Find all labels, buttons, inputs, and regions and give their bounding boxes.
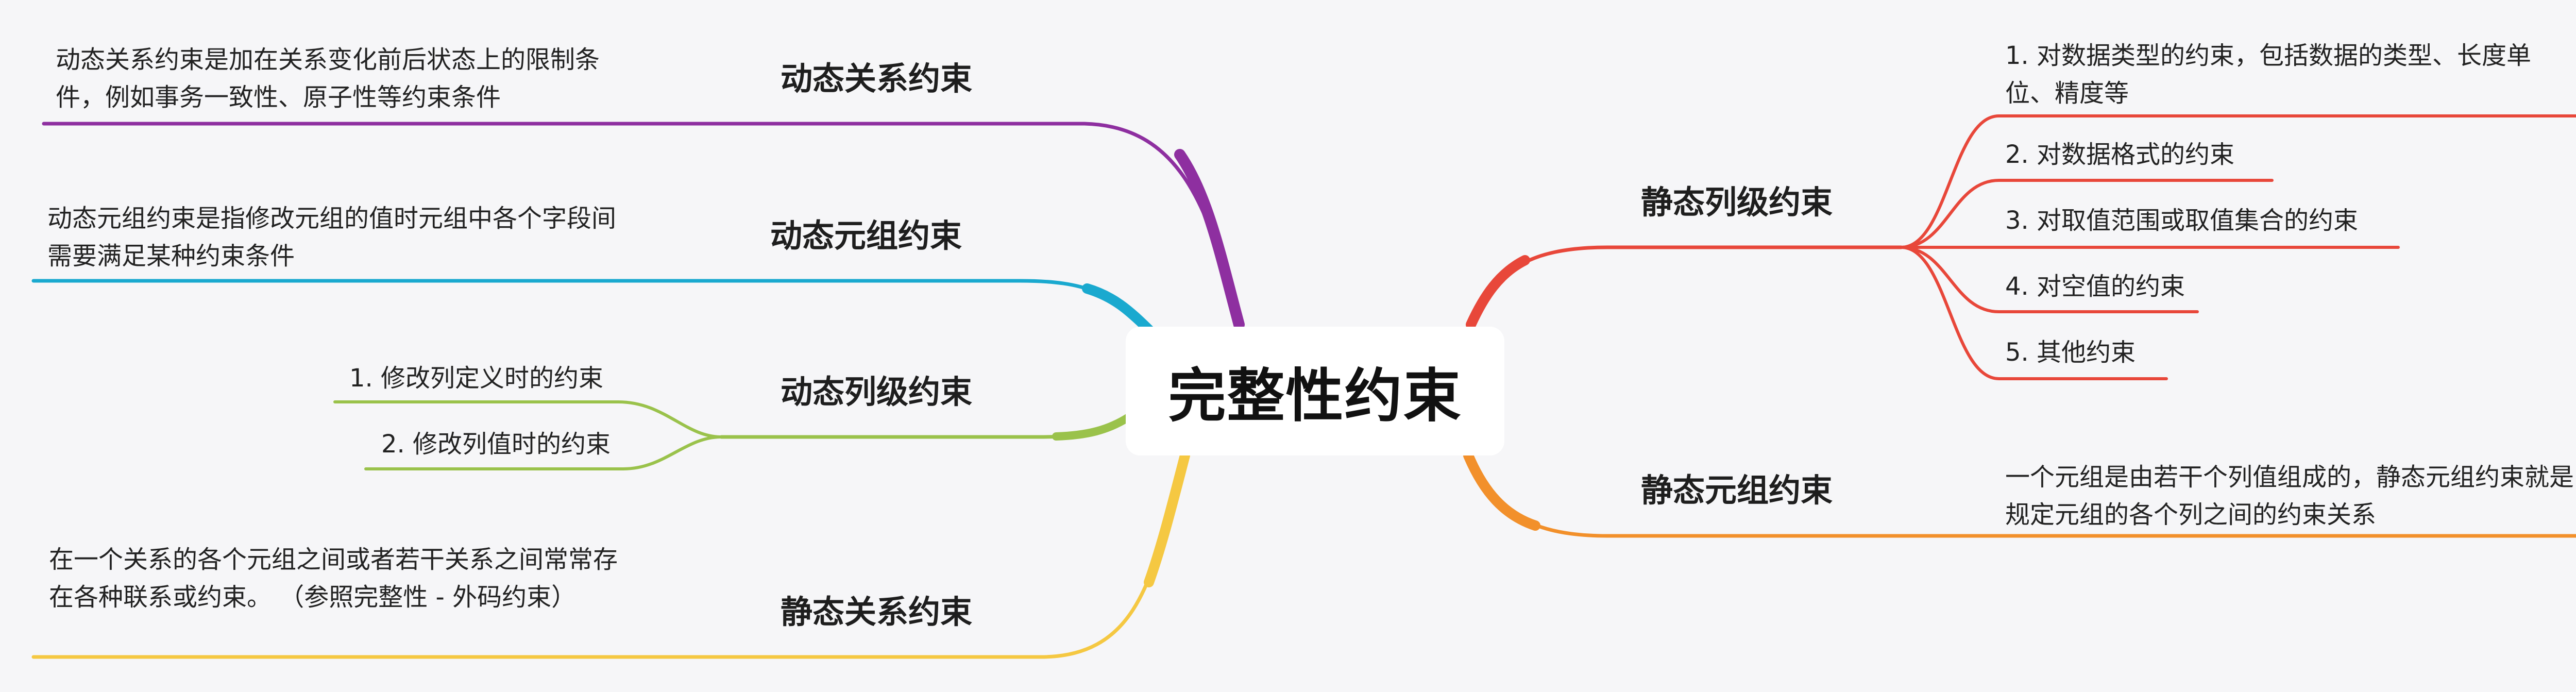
leaf-static-column-5[interactable]: 5. 其他约束: [2005, 338, 2136, 367]
leaf-static-column-2[interactable]: 2. 对数据格式的约束: [2005, 140, 2235, 169]
branch-static-tuple[interactable]: 静态元组约束: [1641, 471, 1833, 509]
connector-static-column-thick: [1466, 255, 1530, 330]
connector-static-column: [1469, 245, 1903, 327]
branch-static-column[interactable]: 静态列级约束: [1641, 183, 1833, 221]
connector-dynamic-relation-thick: [1174, 149, 1245, 330]
branch-dynamic-tuple[interactable]: 动态元组约束: [770, 217, 962, 255]
leaf-dynamic-column-2[interactable]: 2. 修改列值时的约束: [381, 430, 611, 459]
branch-dynamic-relation[interactable]: 动态关系约束: [781, 60, 973, 97]
connector-static-column-item-4: [1900, 246, 2199, 313]
branch-static-relation[interactable]: 静态关系约束: [781, 593, 973, 631]
note-static-tuple: 一个元组是由若干个列值组成的，静态元组约束就是规定元组的各个列之间的约束关系: [2005, 463, 2574, 529]
connector-dynamic-column-thick: [1052, 413, 1132, 441]
leaf-static-column-3[interactable]: 3. 对取值范围或取值集合的约束: [2005, 206, 2359, 235]
note-dynamic-relation: 动态关系约束是加在关系变化前后状态上的限制条件，例如事务一致性、原子性等约束条件: [56, 45, 600, 112]
note-dynamic-tuple: 动态元组约束是指修改元组的值时元组中各个字段间需要满足某种约束条件: [47, 204, 617, 271]
connector-static-column-item-1: [1900, 114, 2576, 249]
leaf-static-column-1[interactable]: 1. 对数据类型的约束，包括数据的类型、长度单位、精度等: [2005, 41, 2532, 108]
connector-static-tuple-thick: [1463, 450, 1540, 531]
leaf-dynamic-column-1[interactable]: 1. 修改列定义时的约束: [349, 364, 604, 393]
note-static-relation: 在一个关系的各个元组之间或者若干关系之间常常存在各种联系或约束。 （参照完整性 …: [49, 545, 618, 612]
connector-static-column-item-5: [1900, 246, 2168, 380]
connector-static-relation-thick: [1144, 450, 1190, 587]
root-node[interactable]: 完整性约束: [1126, 327, 1504, 455]
connector-dynamic-tuple-thick: [1082, 283, 1157, 337]
connector-dynamic-column-item-2: [364, 435, 723, 470]
branch-dynamic-column[interactable]: 动态列级约束: [781, 373, 973, 411]
root-node-label: 完整性约束: [1168, 363, 1462, 430]
leaf-static-column-4[interactable]: 4. 对空值的约束: [2005, 272, 2185, 301]
connector-dynamic-tuple: [31, 279, 1154, 334]
connector-static-column-item-2: [1900, 179, 2274, 249]
connector-dynamic-column-item-1: [333, 400, 723, 438]
